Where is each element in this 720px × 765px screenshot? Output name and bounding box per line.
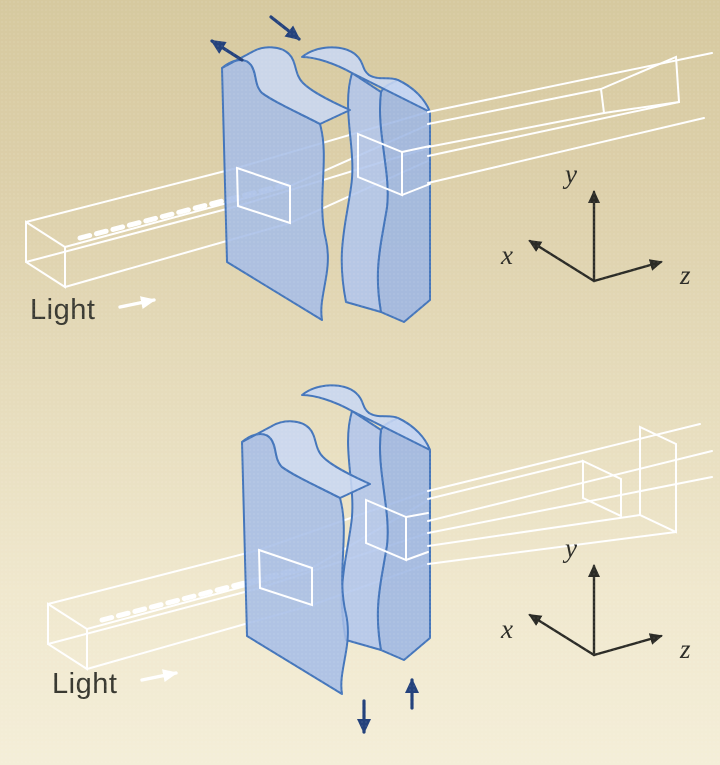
light-label-upper: Light xyxy=(30,294,96,326)
displacement-arrow-left-icon xyxy=(210,39,244,62)
axis-z-arrow xyxy=(592,633,663,657)
alvarez-plate-left xyxy=(221,46,351,321)
output-beam-far-face xyxy=(639,425,677,534)
lower-diagram xyxy=(47,384,713,734)
alvarez-plate-left xyxy=(241,420,371,695)
plate-right-curved-surface xyxy=(340,410,389,651)
axis-label-y-upper: y xyxy=(565,159,577,189)
axis-label-z-upper: z xyxy=(680,260,691,290)
displacement-arrow-right-icon xyxy=(269,15,301,41)
plate-right-top-face xyxy=(301,384,431,451)
light-direction-arrow-icon xyxy=(118,296,156,309)
axis-label-x-lower: x xyxy=(501,614,513,644)
light-direction-arrow-icon xyxy=(140,669,178,682)
plate-displacement-arrows xyxy=(357,678,419,734)
alvarez-plate-right xyxy=(301,384,431,661)
upper-diagram xyxy=(25,15,713,323)
output-beam-inner-face xyxy=(582,459,622,518)
alvarez-plate-pair xyxy=(221,46,431,323)
output-beam-far-face xyxy=(599,55,681,115)
plate-right-top-face xyxy=(301,46,431,113)
axis-x-arrow xyxy=(528,239,596,283)
output-beam-wireframe xyxy=(427,52,713,184)
coordinate-axes xyxy=(528,564,663,657)
axis-label-z-lower: z xyxy=(680,634,691,664)
beam-entry-outlines xyxy=(257,498,429,607)
axis-label-y-lower: y xyxy=(565,533,577,563)
beam-near-face xyxy=(47,602,88,671)
beam-near-face xyxy=(25,220,66,289)
axis-x-arrow xyxy=(528,613,596,657)
axis-z-arrow xyxy=(592,259,663,283)
alvarez-plate-right xyxy=(301,46,431,323)
coordinate-axes xyxy=(528,190,663,283)
alvarez-plate-pair xyxy=(241,384,431,695)
plate-right-curved-surface xyxy=(340,72,389,313)
beam-entry-outlines xyxy=(235,132,431,225)
plate-left-top-face xyxy=(241,420,371,499)
plate-displacement-arrows xyxy=(210,15,301,62)
plate-left-top-face xyxy=(221,46,351,125)
output-beam-wireframe xyxy=(427,423,713,565)
light-label-lower: Light xyxy=(52,668,118,700)
axis-label-x-upper: x xyxy=(501,240,513,270)
